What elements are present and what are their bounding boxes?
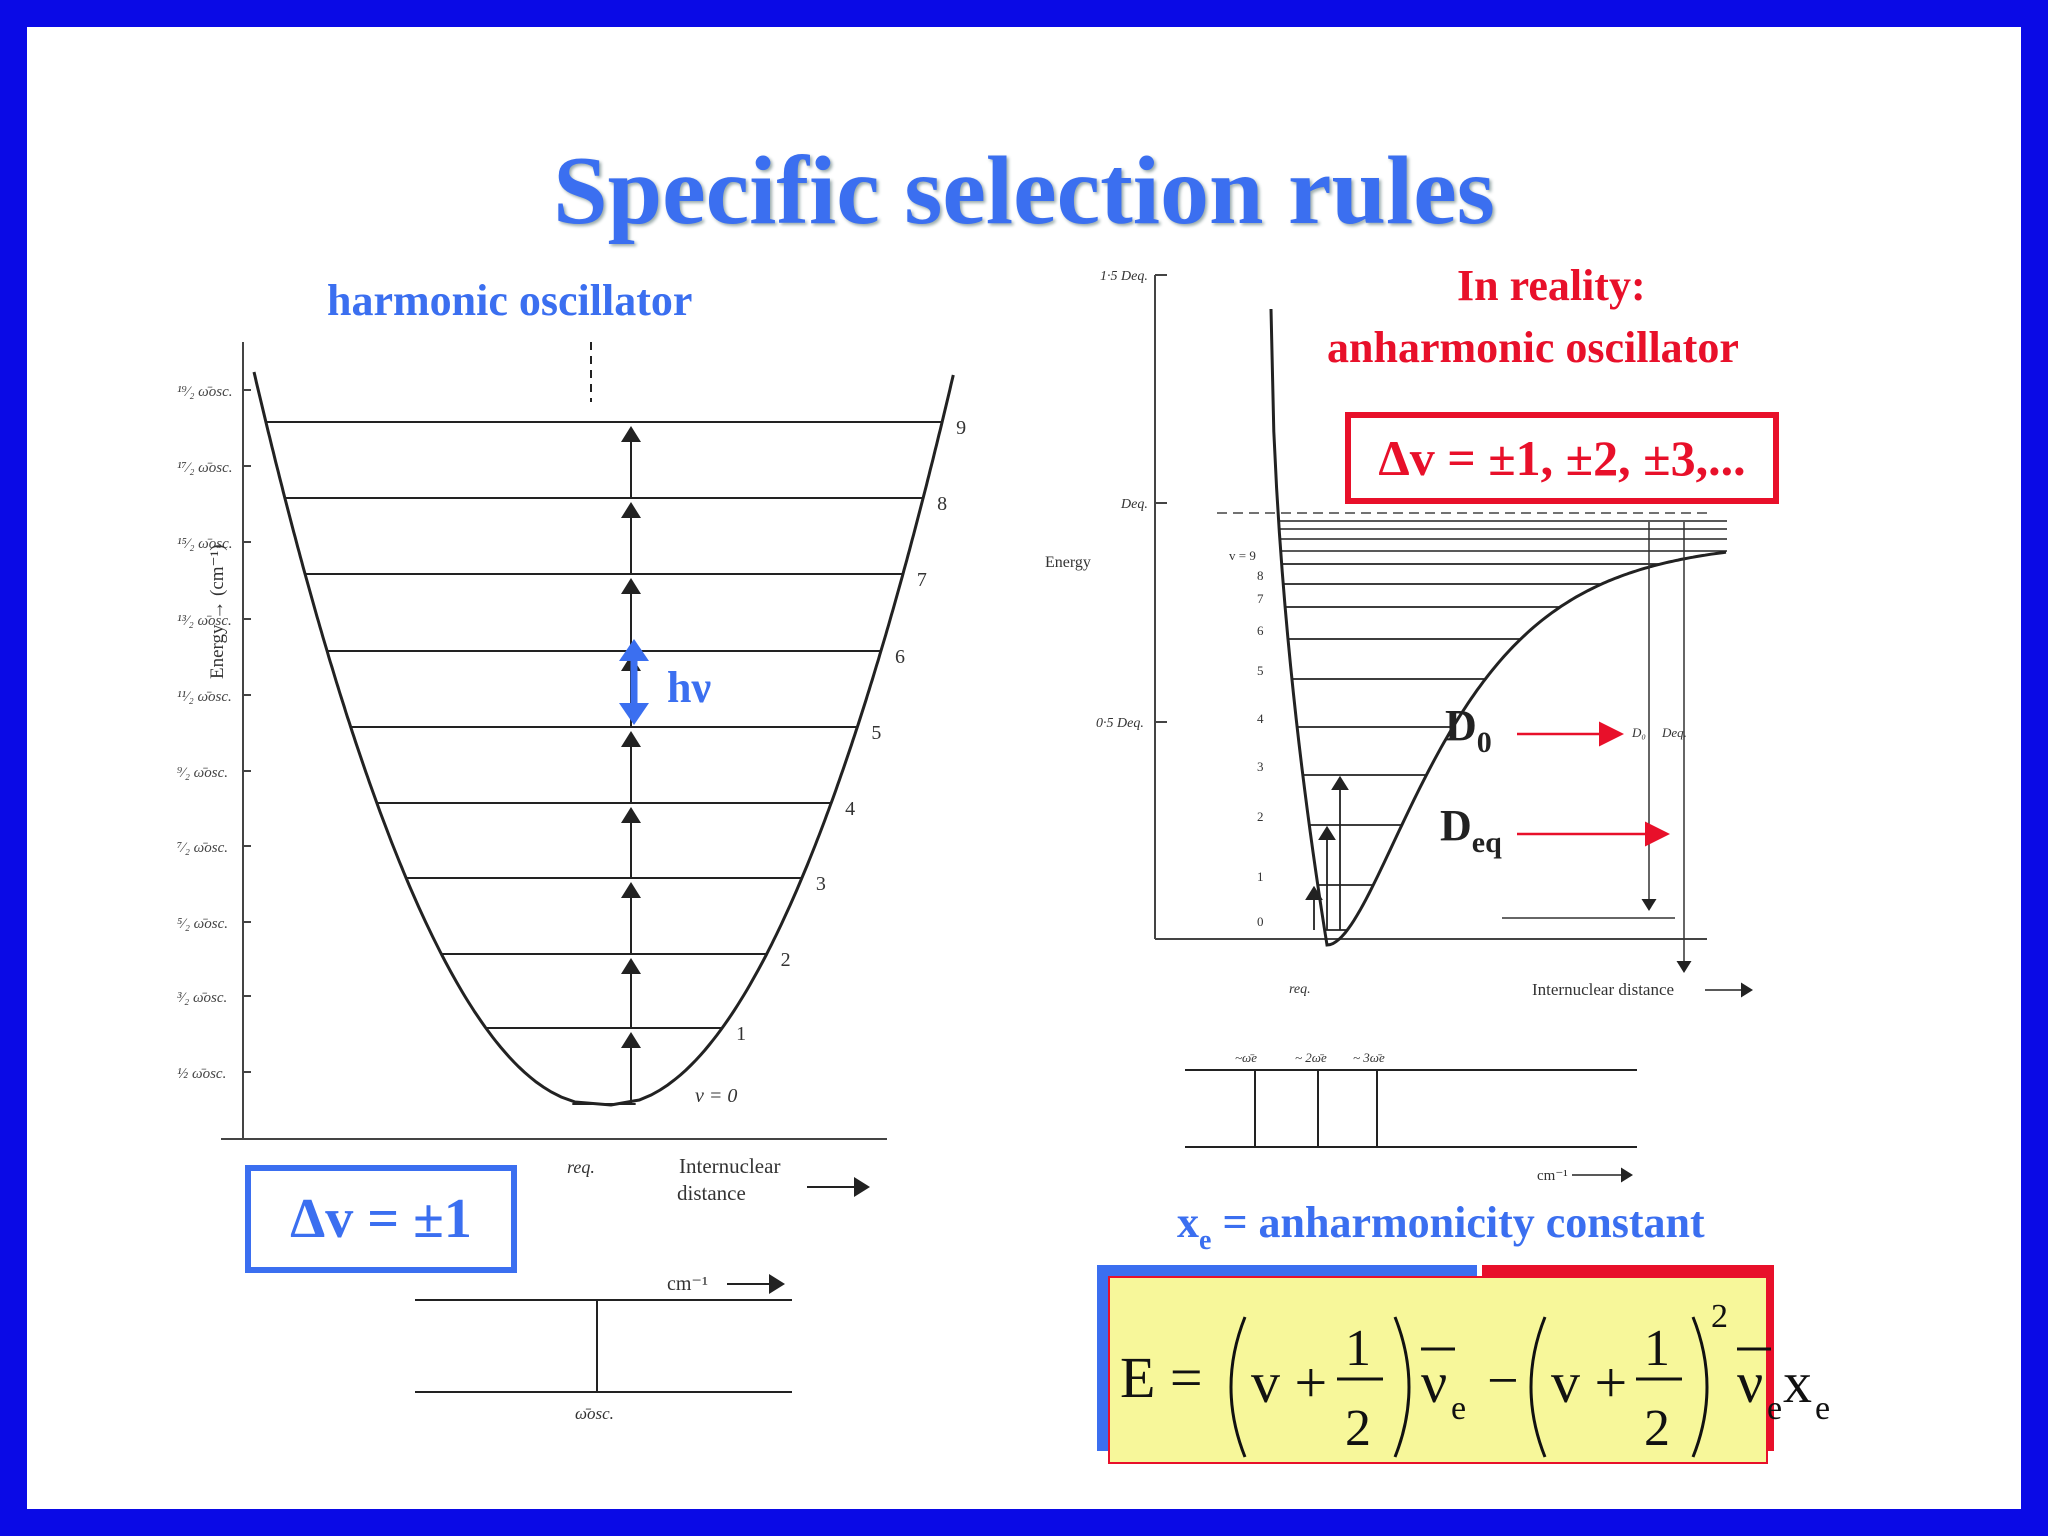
energy-label-6: ¹³⁄₂ ω̄osc. [177, 613, 232, 629]
anharmonic-spectrum-unit: cm⁻¹ [1537, 1168, 1568, 1184]
harmonic-level-label-3: 3 [816, 873, 826, 895]
svg-text:x: x [1783, 1350, 1812, 1415]
small-deq-label: Deq. [1661, 725, 1687, 740]
slide: Specific selection rules ½ ω̄osc. v = 0 ³⁄… [27, 27, 2021, 1509]
energy-label-3: ⁷⁄₂ ω̄osc. [177, 840, 228, 856]
energy-label-5: ¹¹⁄₂ ω̄osc. [177, 689, 232, 705]
harmonic-level-label-7: 7 [917, 569, 927, 591]
energy-label-2: ⁵⁄₂ ω̄osc. [177, 916, 228, 932]
small-d0-label: D₀ [1631, 725, 1646, 740]
anharmonic-y-axis-label: Energy [1045, 554, 1091, 571]
slide-title: Specific selection rules [553, 137, 1495, 245]
harmonic-level-label-0: v = 0 [695, 1085, 737, 1107]
harmonic-level-label-4: 4 [845, 798, 855, 820]
v-label-2: 2 [1257, 809, 1264, 824]
svg-text:e: e [1815, 1390, 1830, 1427]
v-label-8: 8 [1257, 568, 1264, 583]
energy-label-9: ¹⁹⁄₂ ω̄osc. [177, 384, 233, 400]
harmonic-level-label-2: 2 [781, 949, 791, 971]
svg-text:v +: v + [1251, 1350, 1327, 1415]
v-label-4: 4 [1257, 711, 1264, 726]
v-label-3: 3 [1257, 759, 1264, 774]
harmonic-level-label-1: 1 [736, 1023, 746, 1045]
svg-text:v +: v + [1551, 1350, 1627, 1415]
svg-text:2: 2 [1711, 1298, 1728, 1335]
harmonic-level-label-6: 6 [895, 646, 905, 668]
xe-definition: xe = anharmonicity constant [1177, 1198, 1705, 1256]
harmonic-y-axis-label: Energy → (cm⁻¹) [207, 544, 228, 679]
y-tick-deq: Deq. [1120, 497, 1148, 512]
harmonic-diagram: ½ ω̄osc. v = 0 ³⁄₂ ω̄osc. 1 ⁵⁄₂ ω̄osc. 2 ⁷⁄₂ ω… [177, 342, 966, 1423]
deq-label: Deq [1440, 801, 1502, 859]
spectrum-label-3: ~ 3ω̄e [1353, 1050, 1385, 1065]
anharmonic-subtitle-line2: anharmonic oscillator [1327, 323, 1739, 372]
svg-text:1: 1 [1345, 1320, 1371, 1377]
harmonic-level-label-5: 5 [871, 722, 881, 744]
harmonic-spectrum-unit: cm⁻¹ [667, 1273, 708, 1295]
svg-text:1: 1 [1644, 1320, 1670, 1377]
diagram-canvas: ½ ω̄osc. v = 0 ³⁄₂ ω̄osc. 1 ⁵⁄₂ ω̄osc. 2 ⁷⁄₂ ω… [177, 269, 1830, 1464]
spectrum-label-2: ~ 2ω̄e [1295, 1050, 1327, 1065]
spectrum-label-1: ~ω̄e [1235, 1050, 1257, 1065]
harmonic-potential-curve [252, 371, 955, 1107]
svg-text:ν: ν [1737, 1350, 1763, 1415]
harmonic-spectrum-label: ω̄osc. [575, 1404, 614, 1423]
harmonic-req-label: req. [567, 1157, 595, 1177]
anharmonic-diagram: 1·5 Deq. Deq. 0·5 Deq. Energy 0 1 2 3 4 5 6 7 8v… [1045, 269, 1753, 1256]
d0-label: D0 [1445, 701, 1492, 759]
anharmonic-x-label: Internuclear distance [1532, 980, 1674, 999]
energy-label-1: ³⁄₂ ω̄osc. [177, 990, 227, 1006]
svg-text:e: e [1451, 1390, 1466, 1427]
svg-text:e: e [1767, 1390, 1782, 1427]
v-label-6: 6 [1257, 623, 1264, 638]
energy-formula: E = v + 1 2 ν e − v + 1 2 2 ν e [1097, 1265, 1830, 1464]
svg-text:2: 2 [1345, 1400, 1371, 1457]
anharmonic-subtitle-line1: In reality: [1457, 261, 1646, 310]
svg-text:2: 2 [1644, 1400, 1670, 1457]
v-label-1: 1 [1257, 869, 1264, 884]
svg-text:E =: E = [1120, 1345, 1203, 1410]
v-label-7: 7 [1257, 591, 1264, 606]
energy-label-4: ⁹⁄₂ ω̄osc. [177, 765, 228, 781]
harmonic-x-label-2: distance [677, 1181, 746, 1205]
energy-label-0: ½ ω̄osc. [177, 1066, 226, 1082]
v-label-0: 0 [1257, 914, 1264, 929]
harmonic-level-label-9: 9 [956, 417, 966, 439]
harmonic-rule-box: Δv = ±1 [245, 1165, 517, 1273]
svg-text:−: − [1487, 1350, 1519, 1412]
harmonic-level-label-8: 8 [937, 493, 947, 515]
v-label-9: v = 9 [1229, 548, 1256, 563]
energy-label-7: ¹⁵⁄₂ ω̄osc. [177, 536, 233, 552]
svg-text:ν: ν [1421, 1350, 1447, 1415]
y-tick-1-5deq: 1·5 Deq. [1100, 269, 1148, 284]
v-label-5: 5 [1257, 663, 1264, 678]
y-tick-0-5deq: 0·5 Deq. [1096, 716, 1144, 731]
anharmonic-rule-box: Δv = ±1, ±2, ±3,... [1345, 412, 1779, 504]
anharmonic-req-label: req. [1289, 982, 1311, 997]
harmonic-x-label-1: Internuclear [679, 1154, 780, 1178]
energy-label-8: ¹⁷⁄₂ ω̄osc. [177, 460, 233, 476]
harmonic-subtitle: harmonic oscillator [327, 276, 693, 325]
hv-label: hν [667, 663, 711, 712]
